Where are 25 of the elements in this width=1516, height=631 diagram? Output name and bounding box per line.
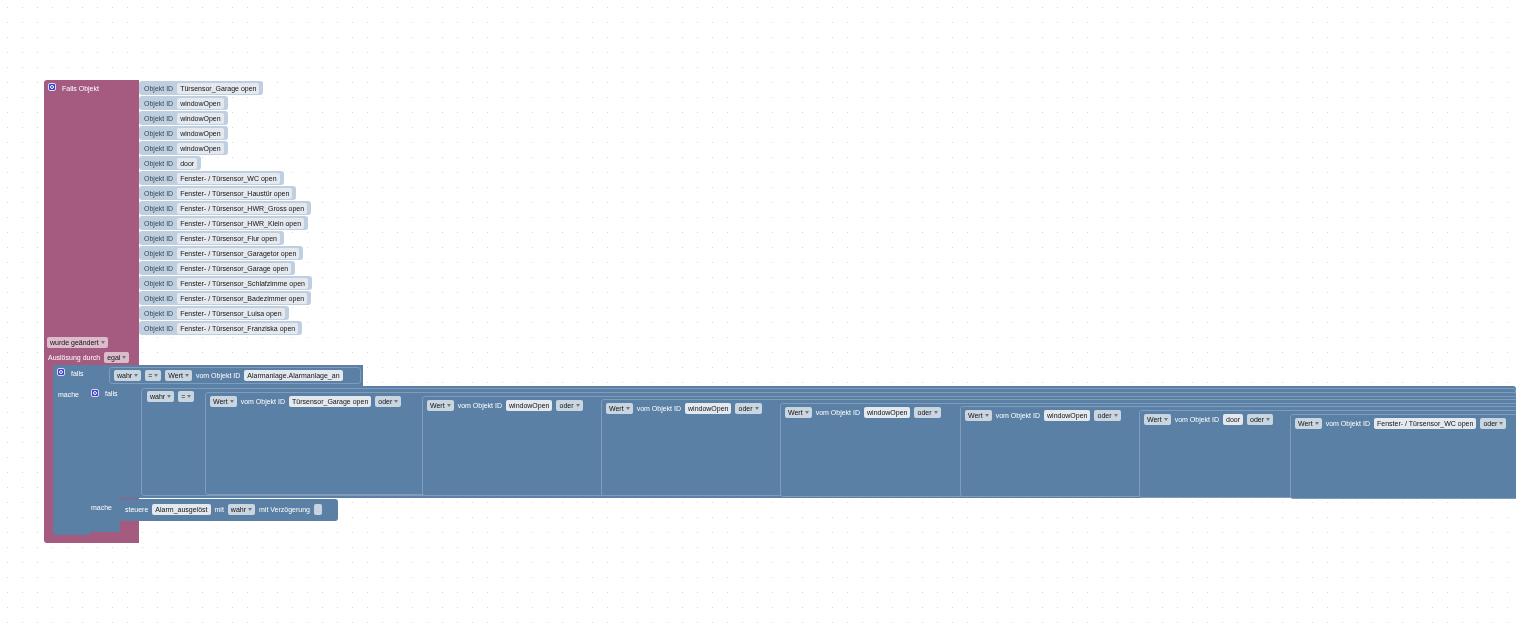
or-block [1139,409,1516,498]
object-id-block [139,126,228,140]
compare-block [109,367,361,384]
object-id-block [139,111,228,125]
object-id-block [139,96,228,110]
object-id-block [139,141,228,155]
object-id-block [139,216,309,230]
object-id-block [139,246,304,260]
object-id-block [139,276,312,290]
object-id-block [139,156,202,170]
or-block [1290,413,1516,499]
object-id-block [139,291,312,305]
or-block [422,395,1516,496]
or-block [780,402,1516,497]
object-id-block [139,306,289,320]
object-id-block [139,321,303,335]
object-id-block [139,81,264,95]
object-id-block [139,186,297,200]
object-id-block [139,231,284,245]
object-id-block [139,201,312,215]
or-block [601,399,1516,497]
object-id-block [139,171,284,185]
set-state-block [120,499,338,521]
object-id-block [139,261,296,275]
or-block [960,406,1516,498]
